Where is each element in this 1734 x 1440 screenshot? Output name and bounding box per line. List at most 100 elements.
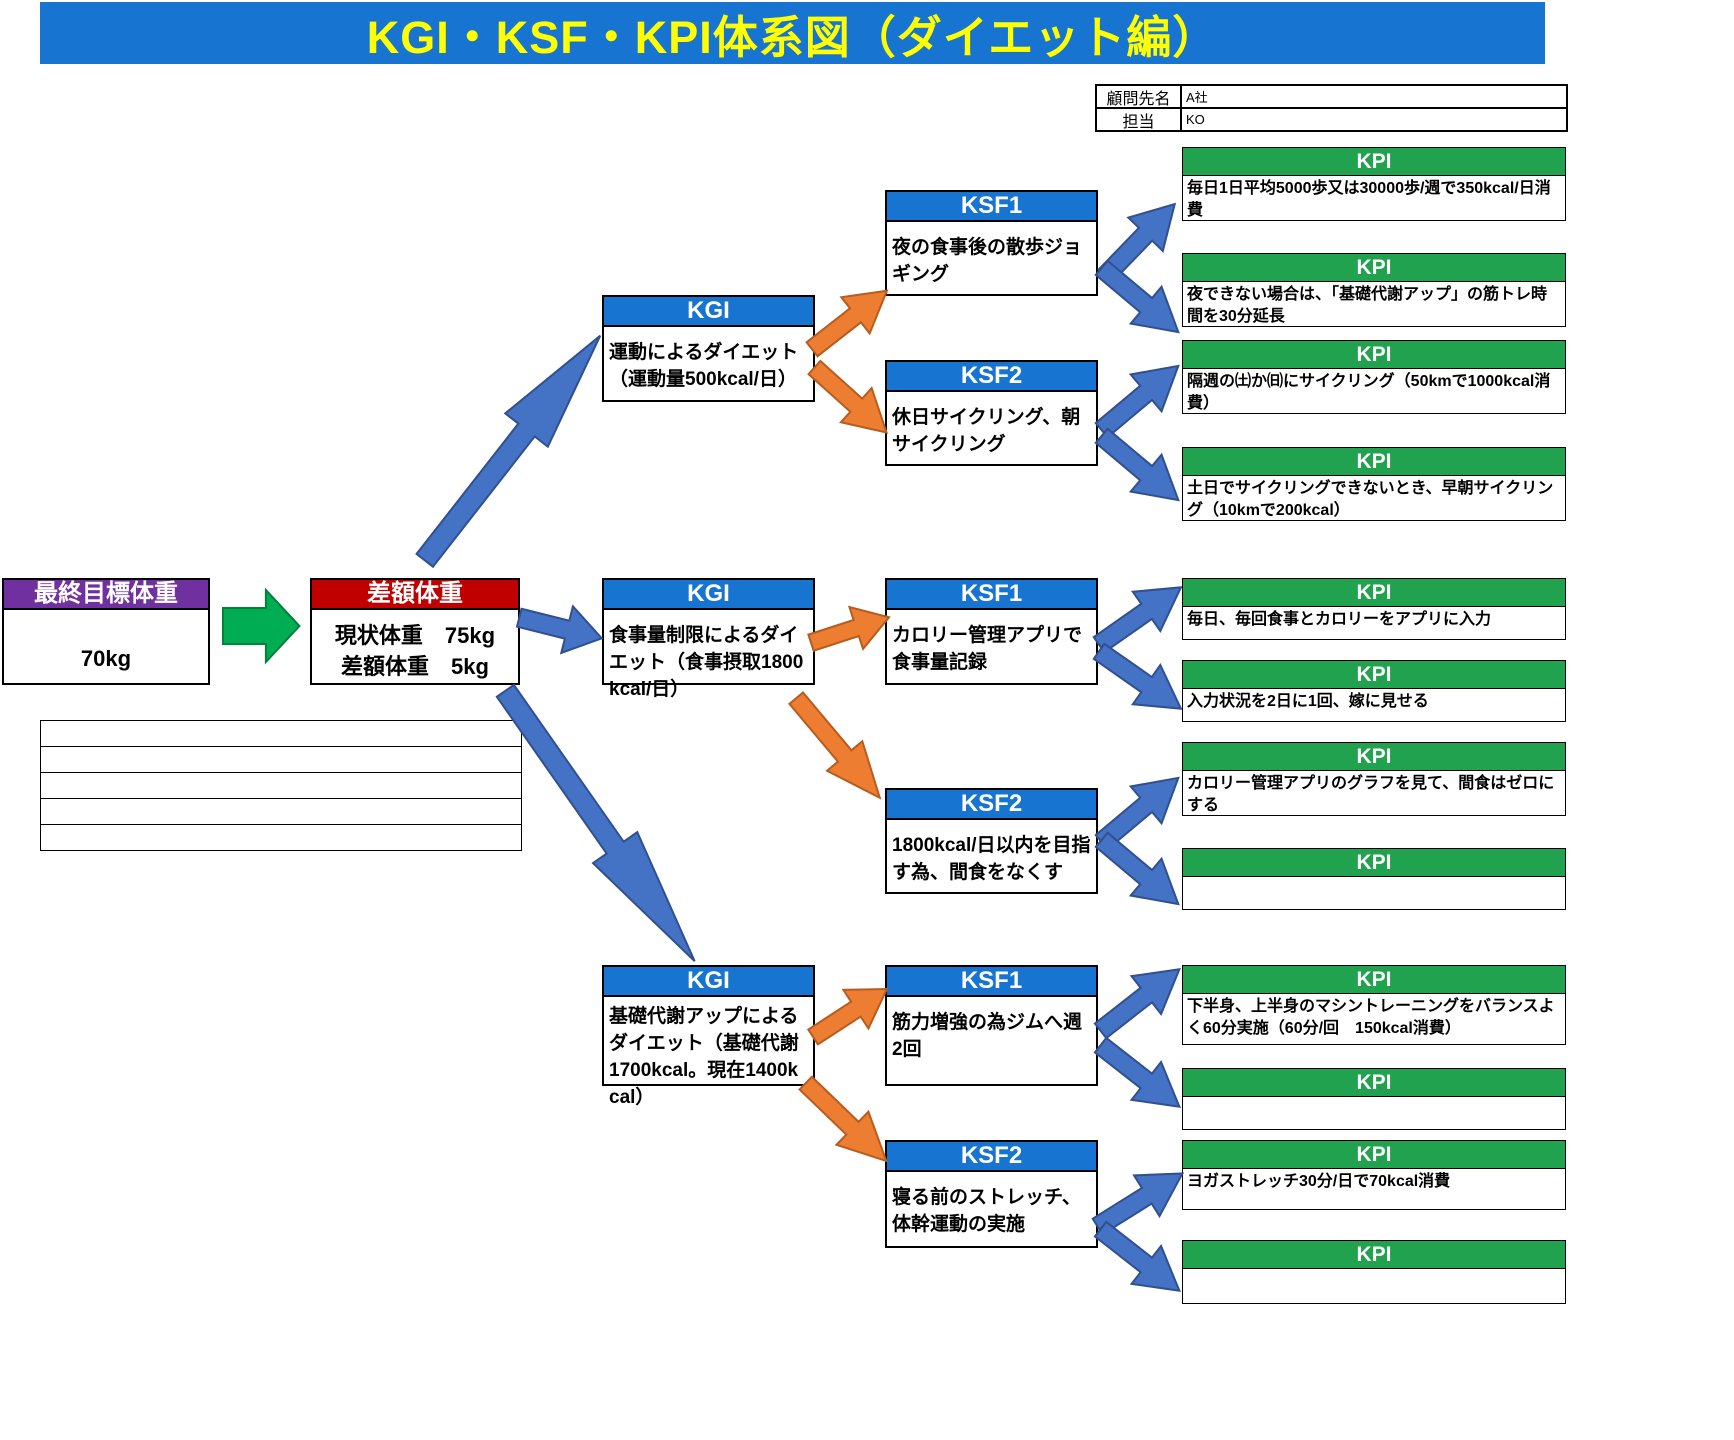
arrow-ksf21-to-kpi5: [1085, 568, 1194, 665]
kpi-box-12: KPI: [1182, 1240, 1566, 1304]
kpi-header: KPI: [1183, 661, 1565, 689]
kpi-header: KPI: [1183, 148, 1565, 176]
kpi-header: KPI: [1183, 341, 1565, 369]
final-goal-weight-header: 最終目標体重: [4, 580, 208, 610]
title-bar: KGI・KSF・KPI体系図（ダイエット編）: [40, 2, 1545, 64]
kpi-body: 夜できない場合は、「基礎代謝アップ」の筋トレ時間を30分延長: [1187, 286, 1548, 325]
ksf-body: 寝る前のストレッチ、体幹運動の実施: [892, 1187, 1081, 1235]
kpi-body: [1183, 1269, 1565, 1273]
ksf-header: KSF2: [887, 362, 1096, 392]
kpi-header: KPI: [1183, 254, 1565, 282]
ksf-body: 休日サイクリング、朝サイクリング: [892, 407, 1081, 455]
kpi-header: KPI: [1183, 1069, 1565, 1097]
arrow-ksf31-to-kpi10: [1086, 1026, 1194, 1125]
kpi-body: [1183, 1097, 1565, 1101]
kpi-box-1: KPI 毎日1日平均5000歩又は30000歩/週で350kcal/日消費: [1182, 147, 1566, 221]
person-in-charge-label: 担当: [1096, 108, 1181, 131]
weight-difference-box: 差額体重 現状体重 75kg 差額体重 5kg: [310, 578, 520, 685]
arrow-kgi3-to-ksf1: [801, 970, 900, 1057]
kpi-box-9: KPI 下半身、上半身のマシントレーニングをバランスよく60分実施（60分/回 …: [1182, 965, 1566, 1045]
arrow-ksf12-to-kpi3: [1086, 347, 1193, 448]
empty-table-row: [41, 825, 521, 850]
kpi-box-2: KPI 夜できない場合は、「基礎代謝アップ」の筋トレ時間を30分延長: [1182, 253, 1566, 327]
ksf-header: KSF1: [887, 967, 1096, 997]
empty-table-row: [41, 799, 521, 825]
final-goal-weight-value: 70kg: [80, 646, 132, 671]
ksf-box-3-1: KSF1 筋力増強の為ジムへ週2回: [885, 965, 1098, 1086]
arrow-ksf31-to-kpi9: [1086, 950, 1194, 1049]
arrow-goal-to-diff: [223, 588, 301, 664]
difference-weight-line: 差額体重 5kg: [341, 654, 489, 679]
arrow-kgi2-to-ksf2: [779, 683, 898, 812]
arrow-kgi2-to-ksf1: [804, 596, 896, 663]
kpi-header: KPI: [1183, 1141, 1565, 1169]
kpi-body: ヨガストレッチ30分/日で70kcal消費: [1187, 1173, 1451, 1190]
kpi-header: KPI: [1183, 743, 1565, 771]
kpi-box-4: KPI 土日でサイクリングできないとき、早朝サイクリング（10kmで200kca…: [1182, 447, 1566, 521]
kgi-body: 食事量制限によるダイエット（食事摂取1800kcal/日）: [609, 625, 804, 700]
kpi-body: [1183, 877, 1565, 881]
kpi-box-7: KPI カロリー管理アプリのグラフを見て、間食はゼロにする: [1182, 742, 1566, 816]
current-weight-line: 現状体重 75kg: [334, 623, 496, 648]
arrow-diff-to-kgi-1: [403, 319, 621, 577]
kgi-header: KGI: [604, 967, 813, 997]
kgi-body: 運動によるダイエット（運動量500kcal/日）: [609, 342, 799, 390]
ksf-box-2-1: KSF1 カロリー管理アプリで食事量記録: [885, 578, 1098, 685]
weight-difference-header: 差額体重: [312, 580, 518, 610]
empty-table-row: [41, 773, 521, 799]
kpi-body: 下半身、上半身のマシントレーニングをバランスよく60分実施（60分/回 150k…: [1187, 998, 1555, 1037]
arrow-ksf11-to-kpi2: [1086, 249, 1193, 350]
empty-table-row: [41, 721, 521, 747]
ksf-header: KSF2: [887, 790, 1096, 820]
kpi-box-6: KPI 入力状況を2日に1回、嫁に見せる: [1182, 660, 1566, 722]
kpi-body: 毎日1日平均5000歩又は30000歩/週で350kcal/日消費: [1187, 180, 1551, 219]
ksf-header: KSF2: [887, 1142, 1096, 1172]
arrow-diff-to-kgi-2: [513, 594, 607, 661]
ksf-box-1-1: KSF1 夜の食事後の散歩ジョギング: [885, 190, 1098, 296]
ksf-header: KSF1: [887, 580, 1096, 610]
client-name-label: 顧問先名: [1096, 85, 1181, 108]
final-goal-weight-box: 最終目標体重 70kg: [2, 578, 210, 685]
kpi-body: 隔週の㈯か㈰にサイクリング（50kmで1000kcal消費）: [1187, 373, 1551, 412]
kgi-body: 基礎代謝アップによるダイエット（基礎代謝1700kcal。現在1400kcal）: [609, 1006, 799, 1108]
kgi-header: KGI: [604, 297, 813, 327]
weight-difference-body: 現状体重 75kg 差額体重 5kg: [312, 610, 518, 684]
arrow-kgi1-to-ksf2: [799, 350, 902, 449]
arrow-ksf21-to-kpi6: [1085, 632, 1194, 729]
kpi-box-8: KPI: [1182, 848, 1566, 910]
kpi-header: KPI: [1183, 579, 1565, 607]
kpi-header: KPI: [1183, 1241, 1565, 1269]
kpi-body: 入力状況を2日に1回、嫁に見せる: [1187, 693, 1429, 710]
kpi-body: 土日でサイクリングできないとき、早朝サイクリング（10kmで200kcal）: [1187, 480, 1554, 519]
kpi-box-10: KPI: [1182, 1068, 1566, 1130]
page-title: KGI・KSF・KPI体系図（ダイエット編）: [366, 11, 1219, 63]
kpi-body: カロリー管理アプリのグラフを見て、間食はゼロにする: [1187, 775, 1555, 814]
ksf-box-2-2: KSF2 1800kcal/日以内を目指す為、間食をなくす: [885, 788, 1098, 894]
kpi-header: KPI: [1183, 966, 1565, 994]
ksf-box-3-2: KSF2 寝る前のストレッチ、体幹運動の実施: [885, 1140, 1098, 1248]
ksf-body: 1800kcal/日以内を目指す為、間食をなくす: [892, 835, 1091, 883]
arrow-ksf32-to-kpi12: [1086, 1210, 1194, 1309]
ksf-header: KSF1: [887, 192, 1096, 222]
ksf-box-1-2: KSF2 休日サイクリング、朝サイクリング: [885, 360, 1098, 466]
kgi-box-metabolism: KGI 基礎代謝アップによるダイエット（基礎代謝1700kcal。現在1400k…: [602, 965, 815, 1108]
arrow-ksf12-to-kpi4: [1086, 417, 1193, 518]
kpi-header: KPI: [1183, 849, 1565, 877]
empty-table: [40, 720, 522, 851]
arrow-ksf22-to-kpi8: [1086, 821, 1193, 922]
kpi-box-5: KPI 毎日、毎回食事とカロリーをアプリに入力: [1182, 578, 1566, 640]
empty-table-row: [41, 747, 521, 773]
kpi-body: 毎日、毎回食事とカロリーをアプリに入力: [1187, 611, 1492, 628]
kpi-header: KPI: [1183, 448, 1565, 476]
kgi-header: KGI: [604, 580, 813, 610]
kgi-box-diet-restriction: KGI 食事量制限によるダイエット（食事摂取1800kcal/日）: [602, 578, 815, 700]
kgi-box-exercise: KGI 運動によるダイエット（運動量500kcal/日）: [602, 295, 815, 402]
arrow-kgi3-to-ksf2: [790, 1067, 903, 1178]
kpi-box-11: KPI ヨガストレッチ30分/日で70kcal消費: [1182, 1140, 1566, 1210]
ksf-body: 筋力増強の為ジムへ週2回: [892, 1012, 1083, 1060]
client-info-table: 顧問先名 A社 担当 KO: [1095, 84, 1568, 132]
kpi-box-3: KPI 隔週の㈯か㈰にサイクリング（50kmで1000kcal消費）: [1182, 340, 1566, 414]
person-in-charge-value: KO: [1181, 108, 1567, 131]
arrow-diff-to-kgi-3: [483, 675, 717, 976]
